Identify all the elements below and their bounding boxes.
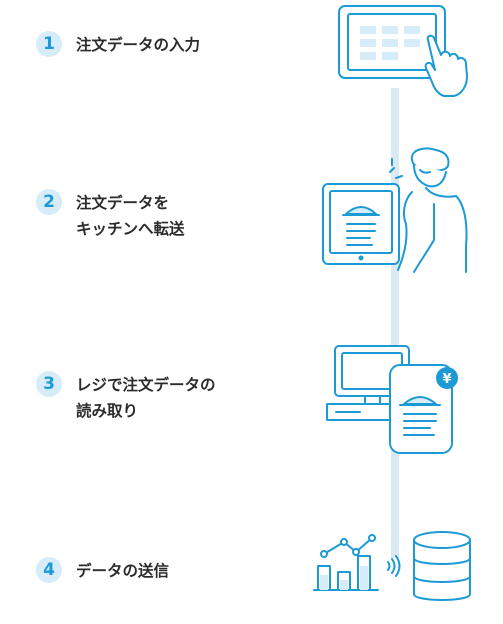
- step-2: 2 注文データを キッチンへ転送: [36, 189, 185, 242]
- step-label: 注文データの入力: [76, 32, 200, 58]
- connector-line: [391, 88, 399, 558]
- step-1: 1 注文データの入力: [36, 31, 200, 58]
- step-label-line: レジで注文データの: [76, 376, 216, 394]
- kitchen-tablet-chef-icon: [322, 147, 468, 273]
- step-label: レジで注文データの 読み取り: [76, 372, 216, 424]
- step-label-line: 注文データの入力: [76, 36, 201, 54]
- step-label-line: データの送信: [76, 562, 170, 580]
- tablet-order-input-icon: [338, 5, 468, 97]
- register-receipt-icon: [326, 345, 458, 454]
- step-label-line: キッチンへ転送: [76, 220, 185, 238]
- step-label-line: 注文データを: [76, 194, 170, 212]
- yen-symbol: ¥: [442, 372, 451, 387]
- analytics-database-icon: [313, 531, 471, 601]
- step-number-badge: 1: [36, 31, 62, 57]
- step-3: 3 レジで注文データの 読み取り: [36, 371, 216, 424]
- step-label: 注文データを キッチンへ転送: [76, 190, 185, 242]
- step-number-badge: 3: [36, 371, 62, 397]
- step-label-line: 読み取り: [76, 402, 139, 420]
- step-4: 4 データの送信: [36, 557, 169, 584]
- step-number-badge: 4: [36, 557, 62, 583]
- step-number-badge: 2: [36, 189, 62, 215]
- step-label: データの送信: [76, 558, 169, 584]
